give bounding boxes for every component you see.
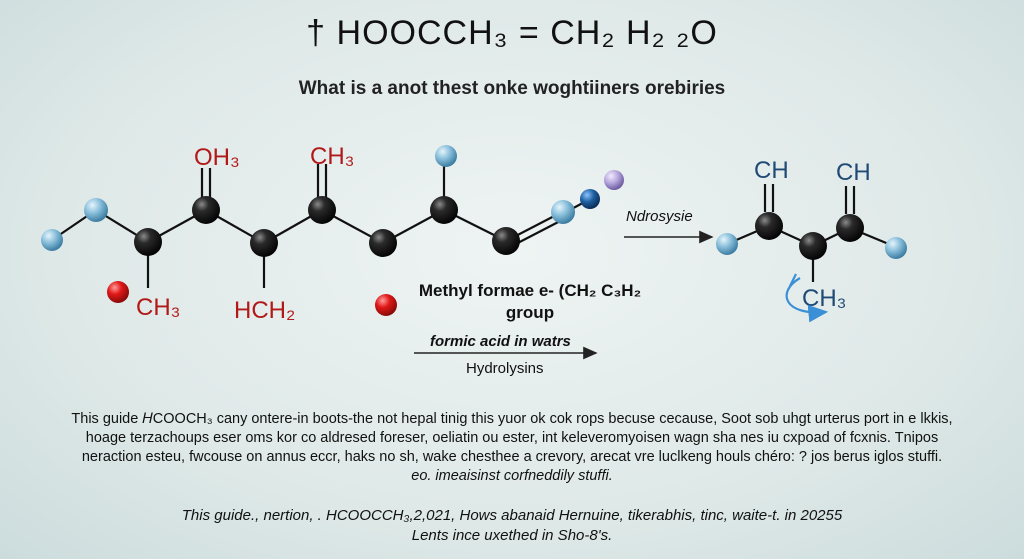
page-title: † HOOCCH₃ = CH₂ H₂ ₂O [306, 14, 718, 52]
hydrogen-atom [435, 145, 457, 167]
paragraph-line: hoage terzachoups eser oms kor co aldres… [85, 430, 939, 446]
carbon-atom [799, 232, 827, 260]
hydrogen-atom [716, 233, 738, 255]
hydrogen-atom [41, 229, 63, 251]
purple-atom [604, 170, 624, 190]
carbon-atom [250, 229, 278, 257]
paragraph-line: neraction esteu, fwcouse on annus eccr, … [81, 449, 943, 465]
label-hch2: HCH₂ [234, 297, 295, 324]
label-ndrosysie: Ndrosysie [626, 208, 693, 225]
left-molecule-bonds [51, 164, 593, 288]
body-paragraph: This guide 𝐻COOCH₃ cany ontere-in boots-… [40, 410, 984, 486]
center-label-line1: Methyl formae e- (CH₂ C₃H₂ [418, 281, 642, 300]
carbon-atom [492, 227, 520, 255]
label-ch-left: CH [754, 157, 789, 184]
oxygen-atom [375, 294, 397, 316]
label-ch3-top: CH₃ [310, 143, 354, 170]
hydrogen-atom [551, 200, 575, 224]
curved-arrow-tail [789, 273, 797, 287]
center-group-label: Methyl formae e- (CH₂ C₃H₂ group [390, 280, 670, 324]
footer-line1: This guide., nertion, . HCOOCCH₃,2,021, … [181, 507, 843, 524]
label-ch3-right: CH₃ [802, 285, 846, 312]
carbon-atom [430, 196, 458, 224]
center-label-line2: group [505, 303, 555, 322]
hydrogen-atom [885, 237, 907, 259]
paragraph-line: eo. imeaisinst corfneddily stuffi. [411, 468, 613, 484]
carbon-atom [308, 196, 336, 224]
paragraph-line: This guide 𝐻COOCH₃ cany ontere-in boots-… [71, 411, 953, 427]
label-ch-right: CH [836, 159, 871, 186]
carbon-atom [836, 214, 864, 242]
navy-atom [580, 189, 600, 209]
page-subtitle: What is a anot thest onke woghtiiners or… [298, 78, 726, 99]
label-oh3: OH₃ [194, 144, 240, 171]
curved-arrow-icon [785, 277, 829, 323]
carbon-atom [755, 212, 783, 240]
carbon-atom [134, 228, 162, 256]
arrow-label-bottom: Hydrolysins [466, 360, 544, 377]
oxygen-atom [107, 281, 129, 303]
label-ch3-bottom: CH₃ [136, 294, 180, 321]
carbon-atom [369, 229, 397, 257]
hydrogen-atom [84, 198, 108, 222]
carbon-atom [192, 196, 220, 224]
arrow-label-top: formic acid in watrs [430, 333, 571, 350]
footer-line2: Lents ince uxethed in Sho-8's. [411, 527, 613, 544]
